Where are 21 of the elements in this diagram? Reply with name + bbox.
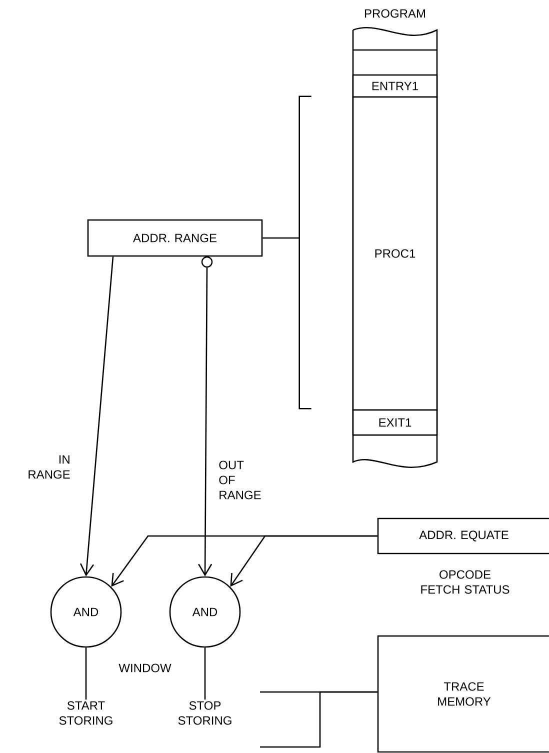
connector bbox=[85, 648, 87, 700]
and-gate: AND bbox=[169, 576, 241, 648]
exit-segment: EXIT1 bbox=[352, 409, 438, 436]
connector bbox=[198, 256, 213, 576]
connector bbox=[262, 96, 312, 410]
signal-label: WINDOW bbox=[118, 664, 172, 672]
connector bbox=[260, 691, 378, 748]
signal-label: START STORING bbox=[59, 701, 112, 725]
connector bbox=[80, 256, 114, 576]
range-box: ADDR. RANGE bbox=[87, 219, 263, 257]
connector bbox=[230, 535, 378, 587]
signal-label: STOP STORING bbox=[178, 701, 232, 725]
memory-box: TRACE MEMORY bbox=[377, 635, 549, 753]
equate-box: ADDR. EQUATE bbox=[377, 518, 549, 554]
node-label: PROGRAM bbox=[364, 9, 425, 18]
entry-segment: ENTRY1 bbox=[352, 74, 438, 98]
and-gate: AND bbox=[50, 576, 122, 648]
connector bbox=[204, 648, 206, 700]
status-label: OPCODE FETCH STATUS bbox=[421, 570, 510, 594]
edge-label: IN RANGE bbox=[17, 454, 72, 480]
edge-label: OUT OF RANGE bbox=[218, 460, 261, 500]
